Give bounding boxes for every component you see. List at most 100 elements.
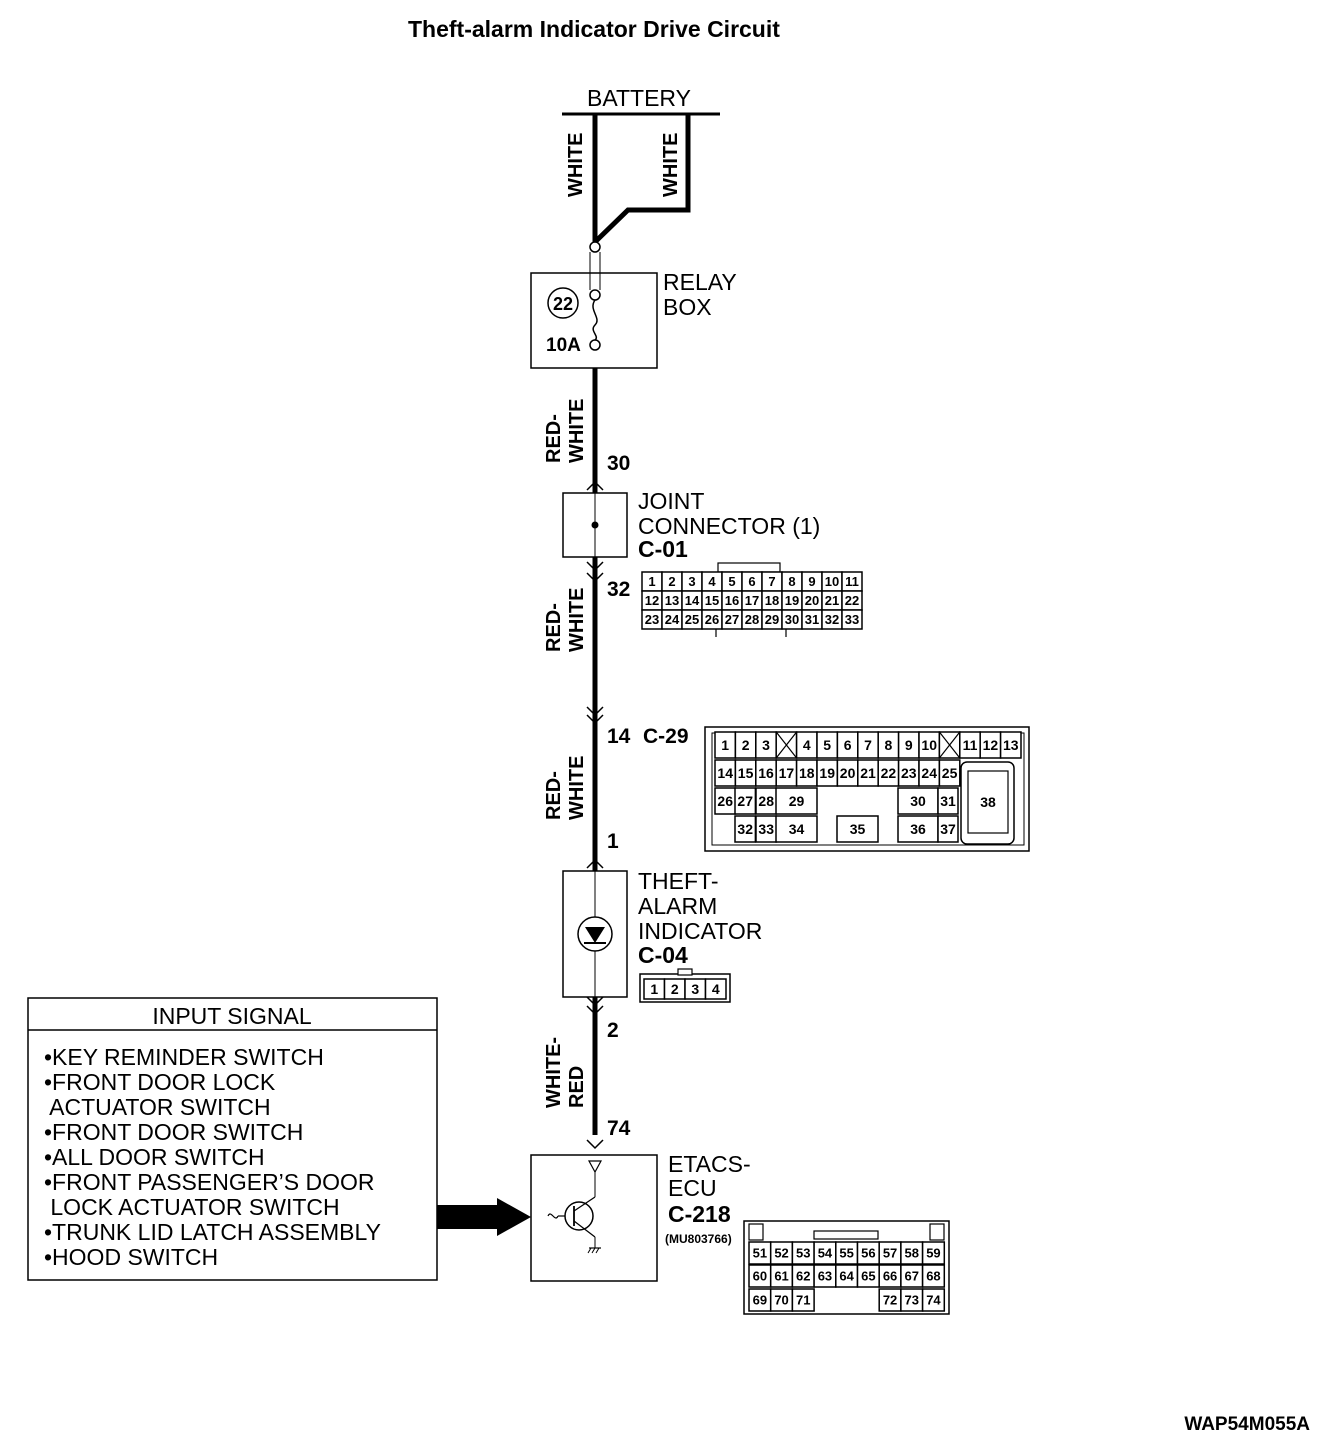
c01-pin-1: 1 [641, 571, 663, 592]
c29-pin-31-label: 31 [940, 793, 956, 809]
c01-pin-7: 7 [761, 571, 783, 592]
c29-pin-5-label: 5 [823, 737, 831, 753]
c218-pin-59-label: 59 [926, 1246, 940, 1261]
c218-pin-53-label: 53 [796, 1246, 810, 1261]
c218-pin-61: 61 [769, 1264, 794, 1288]
c218-pin-63-label: 63 [818, 1269, 832, 1284]
c218-pin-73-label: 73 [905, 1293, 919, 1308]
c29-pin-31: 31 [937, 787, 959, 815]
battery-label: BATTERY [587, 85, 691, 111]
c04-pin-3: 3 [684, 978, 707, 1000]
wire-color-c29-indicator-1: RED- [543, 771, 565, 820]
c29-pin-38: 38 [960, 761, 1015, 845]
c29-pin-34: 34 [775, 815, 818, 843]
c01-pin-22-label: 22 [845, 593, 859, 608]
c04-pin-3-label: 3 [691, 981, 699, 997]
c29-pin-14: 14 [714, 759, 737, 787]
c29-pin-27-label: 27 [737, 793, 753, 809]
fuse-rating: 10A [546, 335, 581, 356]
indicator-label-1: THEFT- [638, 868, 719, 894]
c218-pin-59: 59 [921, 1241, 946, 1265]
input-signal-item: •TRUNK LID LATCH ASSEMBLY [44, 1219, 381, 1245]
c01-pin-19-label: 19 [785, 593, 799, 608]
c04-pin-1-label: 1 [650, 981, 658, 997]
c01-pin-8-label: 8 [788, 574, 795, 589]
c29-pin-22: 22 [877, 759, 900, 787]
c29-pin-26-label: 26 [717, 793, 733, 809]
c01-pin-11-label: 11 [845, 574, 859, 589]
joint-connector-label-2: CONNECTOR (1) [638, 513, 820, 539]
c218-pin-54-label: 54 [818, 1246, 833, 1261]
c01-pin-5: 5 [721, 571, 743, 592]
c01-pin-16-label: 16 [725, 593, 739, 608]
c01-pin-17: 17 [741, 590, 763, 611]
c01-pin-16: 16 [721, 590, 743, 611]
c218-pin-70-label: 70 [774, 1293, 788, 1308]
c218-pin-72-label: 72 [883, 1293, 897, 1308]
c01-pin-13: 13 [661, 590, 683, 611]
c29-pin-38-label: 38 [980, 794, 996, 810]
c29-pin-21-label: 21 [860, 765, 876, 781]
wire-color-joint-c29-1: RED- [543, 603, 565, 652]
c218-pin-58: 58 [900, 1241, 924, 1265]
c04-pin-2: 2 [663, 978, 686, 1000]
c218-pin-69-label: 69 [753, 1293, 767, 1308]
c01-pin-20: 20 [801, 590, 823, 611]
c218-pin-71-label: 71 [796, 1293, 810, 1308]
wire-color-indicator-ecu-1: WHITE- [543, 1037, 565, 1108]
c01-pin-6: 6 [741, 571, 763, 592]
transistor-symbol [564, 1201, 594, 1231]
c01-pin-28-label: 28 [745, 612, 759, 627]
c218-pin-64: 64 [835, 1264, 859, 1288]
wire-color-battery-b: WHITE [660, 133, 682, 197]
wire-color-relay-joint-2: WHITE [566, 399, 588, 463]
c218-pin-51: 51 [748, 1241, 772, 1265]
c29-pin-37-label: 37 [940, 821, 956, 837]
c01-pin-6-label: 6 [748, 574, 755, 589]
c218-pin-61-label: 61 [774, 1269, 788, 1284]
c29-pin-30: 30 [897, 787, 939, 815]
c218-pin-56: 56 [856, 1241, 880, 1265]
c218-pin-65-label: 65 [861, 1269, 875, 1284]
c01-pin-32: 32 [821, 609, 843, 630]
c01-pin-3-label: 3 [688, 574, 695, 589]
indicator-label-3: INDICATOR [638, 918, 762, 944]
c29-pin-28-label: 28 [758, 793, 774, 809]
c29-pin-11: 11 [959, 731, 981, 759]
etacs-pin-in: 74 [607, 1117, 631, 1140]
c29-pin-6: 6 [836, 731, 859, 759]
c29-pin-17-label: 17 [779, 765, 795, 781]
c01-pin-13-label: 13 [665, 593, 679, 608]
c01-pin-11: 11 [841, 571, 863, 592]
c29-pin-24: 24 [918, 759, 941, 787]
c29-pin-23: 23 [897, 759, 920, 787]
c29-pin-11-label: 11 [963, 737, 978, 753]
c01-pin-1-label: 1 [648, 574, 655, 589]
c218-pin-74: 74 [921, 1288, 946, 1312]
c29-pin-16: 16 [755, 759, 777, 787]
c01-pin-32-label: 32 [825, 612, 839, 627]
c29-pin-17: 17 [775, 759, 798, 787]
c01-pin-10: 10 [821, 571, 843, 592]
c01-pin-18-label: 18 [765, 593, 779, 608]
c04-pin-4-label: 4 [712, 981, 720, 997]
c29-blank-3 [775, 731, 798, 759]
c04-pin-2-label: 2 [671, 981, 679, 997]
wire-color-battery-a: WHITE [565, 133, 587, 197]
etacs-label-1: ETACS- [668, 1151, 751, 1177]
c29-pin-10-label: 10 [921, 737, 937, 753]
c29-pin-36-label: 36 [910, 821, 926, 837]
wire-color-joint-c29-2: WHITE [566, 588, 588, 652]
input-signal-item: •FRONT PASSENGER’S DOOR [44, 1169, 375, 1195]
c29-pin-28: 28 [755, 787, 778, 815]
c29-pin-6-label: 6 [844, 737, 852, 753]
battery-wires: WHITE WHITE [565, 114, 691, 244]
c01-pin-31-label: 31 [805, 612, 819, 627]
c218-pin-53: 53 [791, 1241, 815, 1265]
c01-pin-22: 22 [841, 590, 863, 611]
c29-pin-9: 9 [897, 731, 920, 759]
c29-pin-3-label: 3 [762, 737, 770, 753]
c29-pin-29-label: 29 [789, 793, 805, 809]
input-signal-list: •KEY REMINDER SWITCH•FRONT DOOR LOCK ACT… [44, 1044, 381, 1270]
